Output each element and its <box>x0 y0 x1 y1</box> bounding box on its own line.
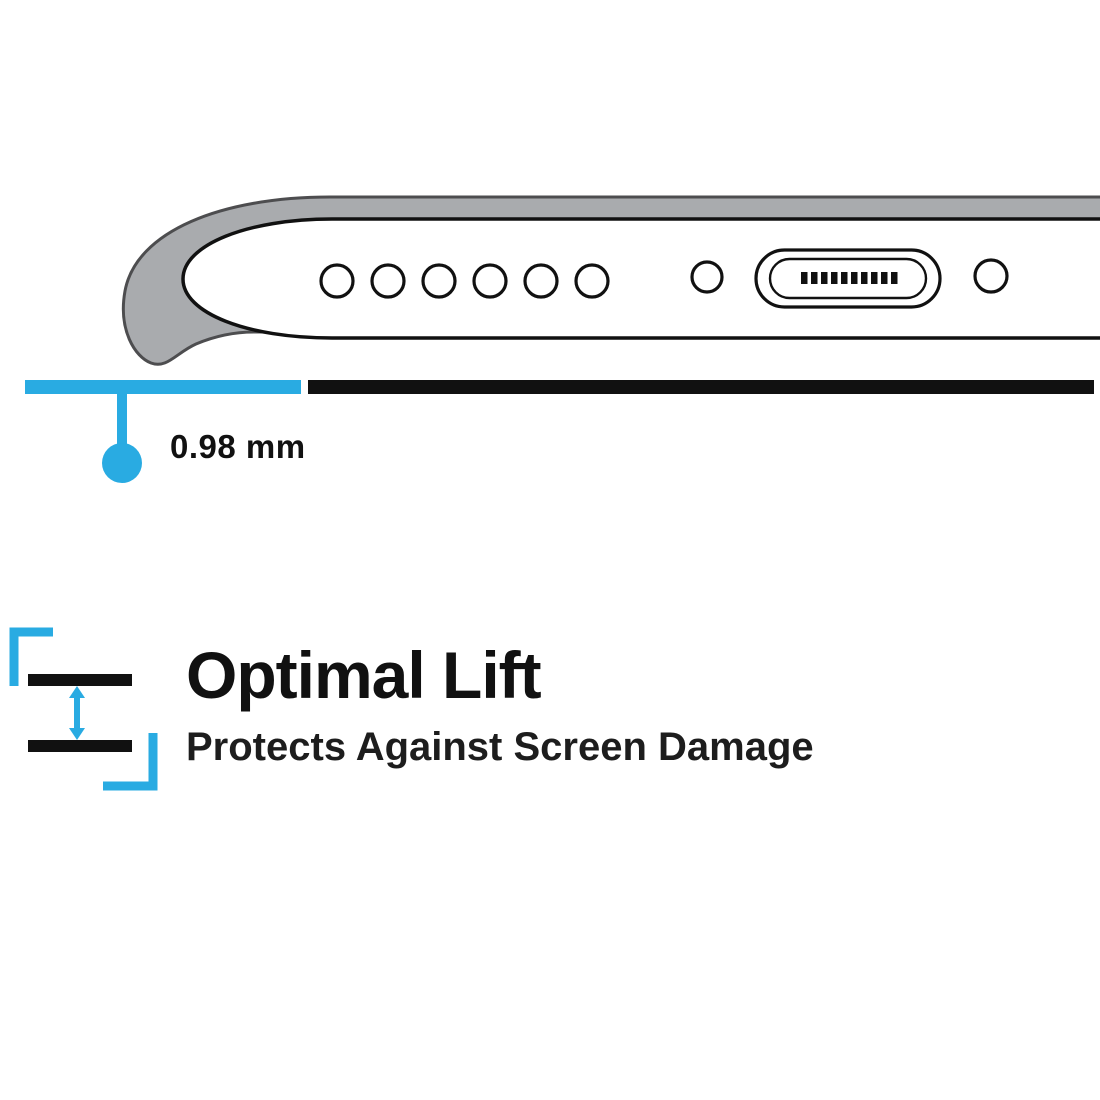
measurement-stem <box>117 394 127 446</box>
phone-illustration <box>25 195 1100 483</box>
speaker-hole <box>370 263 406 299</box>
speaker-hole <box>421 263 457 299</box>
screen-bar-bottom <box>28 740 132 752</box>
bracket-bottom-right-icon <box>103 733 158 791</box>
bracket-top-left-icon <box>9 627 53 686</box>
microphone-hole <box>690 260 724 294</box>
surface-line-dark <box>308 380 1094 394</box>
measurement-dot <box>102 443 142 483</box>
speaker-hole <box>472 263 508 299</box>
feature-subtitle: Protects Against Screen Damage <box>186 725 814 769</box>
speaker-hole <box>574 263 610 299</box>
lift-measurement-label: 0.98 mm <box>170 428 306 465</box>
port-pins <box>801 272 898 284</box>
bottom-port-hole <box>973 258 1009 294</box>
charging-port <box>754 248 942 309</box>
speaker-holes <box>319 263 610 299</box>
speaker-hole <box>319 263 355 299</box>
speaker-hole <box>523 263 559 299</box>
feature-title: Optimal Lift <box>186 638 542 712</box>
double-arrow-icon <box>69 686 85 740</box>
screen-bar-top <box>28 674 132 686</box>
charging-port-inner <box>768 257 928 300</box>
lift-height-icon <box>9 627 158 791</box>
surface-line-accent <box>25 380 301 394</box>
charging-port-outline <box>754 248 942 309</box>
